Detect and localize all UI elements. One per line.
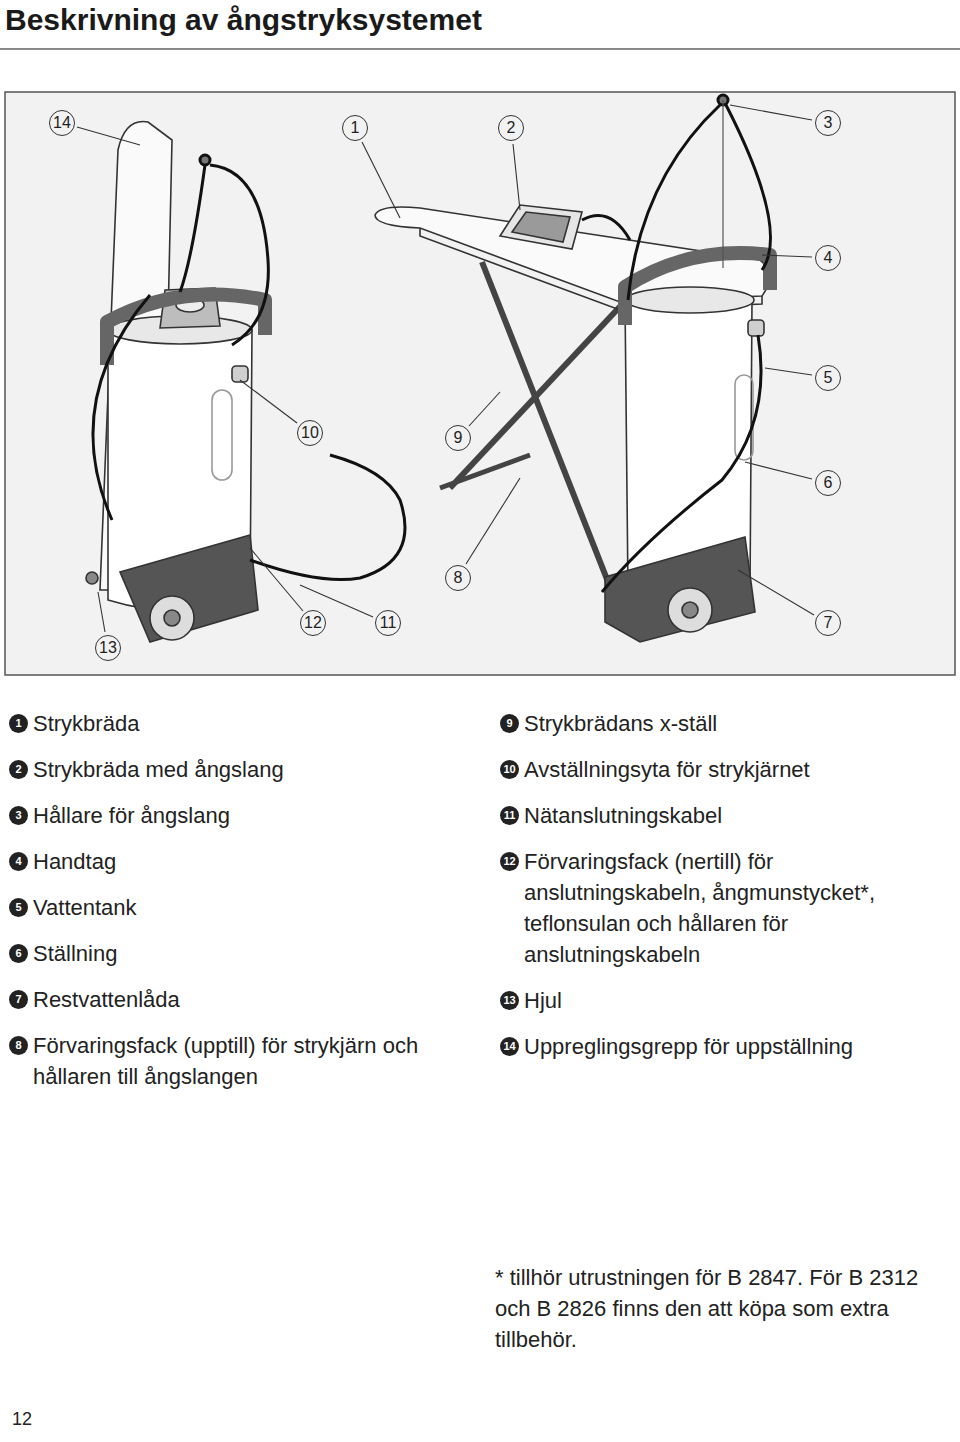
part-description: Handtag <box>33 846 463 877</box>
part-number: 12 <box>500 852 519 871</box>
callout-number: 9 <box>445 425 471 451</box>
part-description: Strykbrädans x-ställ <box>524 708 939 739</box>
part-description: Förvaringsfack (nertill) för anslutnings… <box>524 846 939 970</box>
callout-number: 8 <box>445 565 471 591</box>
callout-number: 7 <box>815 610 841 636</box>
callout-number: 1 <box>342 115 368 141</box>
folded-unit <box>86 122 265 642</box>
part-number: 3 <box>9 806 28 825</box>
part-number: 14 <box>500 1037 519 1056</box>
part-description: Strykbräda med ångslang <box>33 754 463 785</box>
callout-number: 13 <box>95 635 121 661</box>
part-number: 13 <box>500 991 519 1010</box>
leader-lines <box>77 105 814 632</box>
page-number: 12 <box>12 1408 32 1430</box>
right-hose <box>582 95 771 592</box>
callout-number: 12 <box>300 610 326 636</box>
part-number: 6 <box>9 944 28 963</box>
part-description: Hållare för ångslang <box>33 800 463 831</box>
part-number: 7 <box>9 990 28 1009</box>
callout-number: 5 <box>815 365 841 391</box>
footnote: * tillhör utrustningen för B 2847. För B… <box>495 1262 935 1355</box>
part-description: Vattentank <box>33 892 463 923</box>
part-number: 8 <box>9 1036 28 1055</box>
part-description: Hjul <box>524 985 939 1016</box>
part-number: 5 <box>9 898 28 917</box>
callout-number: 4 <box>815 245 841 271</box>
callout-number: 6 <box>815 470 841 496</box>
figure-frame <box>5 92 955 675</box>
part-description: Avställningsyta för strykjärnet <box>524 754 939 785</box>
page-title: Beskrivning av ångstryksystemet <box>5 2 482 38</box>
part-description: Strykbräda <box>33 708 463 739</box>
part-description: Ställning <box>33 938 463 969</box>
part-number: 4 <box>9 852 28 871</box>
part-number: 2 <box>9 760 28 779</box>
left-hose <box>93 155 405 580</box>
part-number: 9 <box>500 714 519 733</box>
part-description: Nätanslutningskabel <box>524 800 939 831</box>
part-number: 1 <box>9 714 28 733</box>
part-description: Uppreglingsgrepp för uppställning <box>524 1031 939 1062</box>
part-number: 11 <box>500 806 519 825</box>
callout-number: 2 <box>498 115 524 141</box>
part-number: 10 <box>500 760 519 779</box>
callout-number: 10 <box>297 420 323 446</box>
part-description: Förvaringsfack (upptill) för strykjärn o… <box>33 1030 463 1092</box>
ironing-board-unit <box>375 205 770 642</box>
part-description: Restvattenlåda <box>33 984 463 1015</box>
callout-number: 14 <box>49 110 75 136</box>
title-rule <box>0 48 960 50</box>
callout-number: 3 <box>815 110 841 136</box>
callout-number: 11 <box>375 610 401 636</box>
